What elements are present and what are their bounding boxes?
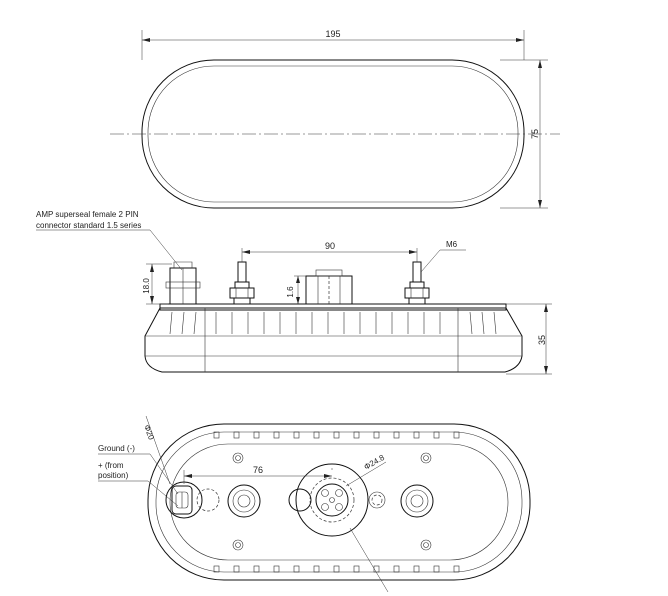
right-stud — [404, 261, 430, 305]
ground-label: Ground (-) — [98, 444, 135, 453]
dimension-connector-height: 18.0 — [142, 263, 172, 305]
side-view-ribs — [169, 311, 497, 335]
dimension-stud-spacing-value: 90 — [325, 241, 335, 251]
side-view-body — [144, 307, 523, 373]
connector-label-line1: AMP superseal female 2 PIN — [36, 210, 139, 219]
dimension-width-top: 195 — [141, 29, 525, 60]
thread-callout: M6 — [420, 240, 466, 273]
pin-circle-callout: Φ24.8 — [345, 453, 386, 487]
amp-connector — [165, 261, 201, 305]
side-view-top-plate — [159, 303, 507, 311]
dimension-connector-height-value: 18.0 — [142, 278, 151, 294]
dimension-bottom-spacing: 76 — [183, 465, 333, 484]
bottom-view-small-holes — [232, 452, 432, 551]
dimension-side-height-value: 35 — [537, 335, 547, 345]
bottom-view-center-connector — [295, 463, 386, 537]
positive-label-line2: position) — [98, 471, 129, 480]
hole-diameter-callout: Φ20 — [142, 415, 171, 485]
side-view: AMP superseal female 2 PIN connector sta… — [36, 210, 552, 375]
section-leader-line — [349, 527, 389, 593]
dimension-height-top-value: 75 — [530, 129, 540, 139]
dimension-side-height: 35 — [506, 303, 552, 375]
ground-callout: Ground (-) — [98, 444, 179, 495]
dimension-connector-offset: 1.6 — [286, 275, 306, 304]
positive-label-line1: + (from — [98, 461, 124, 470]
bottom-view-right-stud — [400, 484, 434, 518]
bottom-view: Φ20 Ground (-) + (from position) 76 — [98, 415, 531, 593]
bottom-view-amp-connector — [165, 481, 220, 519]
bottom-view-left-stud — [227, 484, 261, 518]
dimension-bottom-spacing-value: 76 — [253, 465, 263, 475]
dimension-stud-spacing: 90 — [241, 241, 418, 262]
positive-callout: + (from position) — [98, 461, 179, 507]
bottom-view-outline — [147, 423, 531, 581]
dimension-height-top: 75 — [500, 59, 548, 209]
bottom-view-hidden-hole — [288, 488, 312, 512]
connector-label-line2: connector standard 1.5 series — [36, 221, 141, 230]
top-view: 195 75 — [110, 29, 560, 209]
dimension-connector-offset-value: 1.6 — [286, 286, 295, 298]
left-stud — [229, 261, 255, 305]
bottom-view-teeth — [213, 431, 460, 573]
dimension-width-top-value: 195 — [325, 29, 340, 39]
center-connector — [305, 269, 353, 305]
thread-label: M6 — [446, 240, 458, 249]
